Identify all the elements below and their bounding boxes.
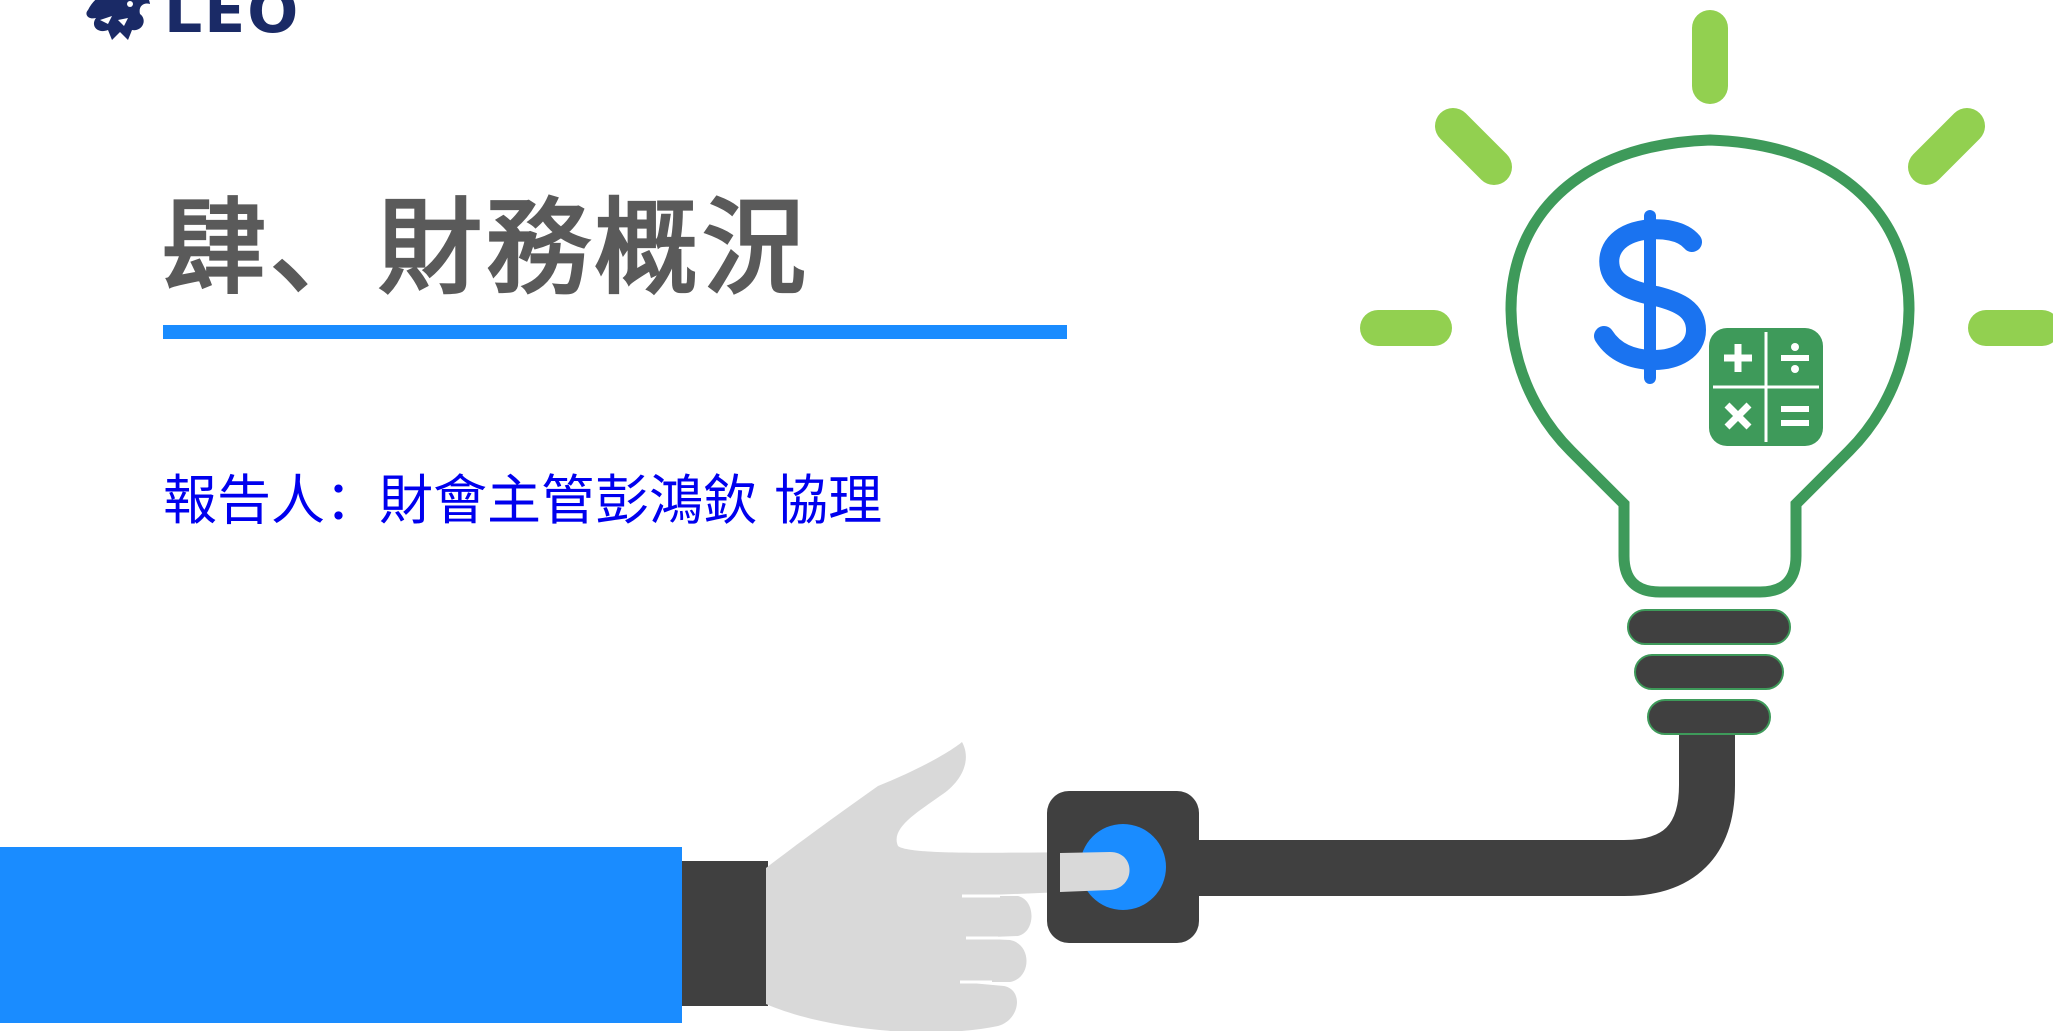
cable (1195, 730, 1735, 896)
presenter-line: 報告人：財會主管彭鴻欽 協理 (163, 469, 883, 532)
dollar-sign-icon (1594, 210, 1707, 384)
bulb-base (1627, 609, 1791, 735)
cuff (682, 861, 768, 1006)
fingertip (1060, 852, 1130, 892)
light-rays (1360, 10, 2053, 346)
finger-crease (960, 894, 1000, 984)
company-logo: LEO (78, 0, 300, 42)
sleeve (0, 847, 682, 1023)
title-underline (163, 325, 1067, 339)
lion-crest-icon (86, 0, 150, 40)
pointing-hand-icon (766, 742, 1130, 1031)
calculator-icon (1709, 328, 1823, 446)
logo-wordmark: LEO (164, 0, 301, 47)
slide-title: 肆、財務概況 (162, 187, 811, 309)
